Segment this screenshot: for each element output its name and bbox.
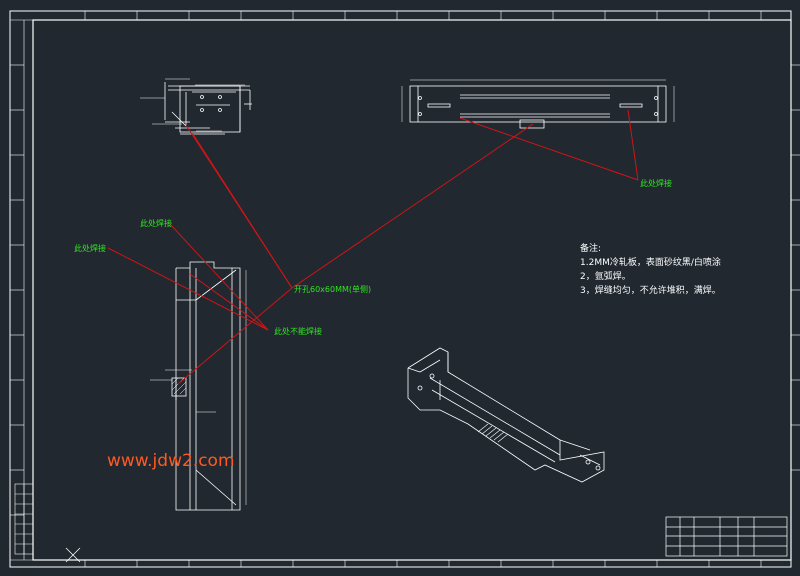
notes-line-2: 2，氩弧焊。 <box>580 272 631 282</box>
part-view-top-right-dims <box>401 79 675 122</box>
part-view-top-left <box>164 82 252 135</box>
leader-lines <box>107 109 639 385</box>
part-view-vertical-dims <box>150 270 247 505</box>
notes-title: 备注: <box>580 244 602 254</box>
notes-line-3: 3，焊缝均匀，不允许堆积，满焊。 <box>580 286 721 296</box>
part-view-vertical <box>171 261 241 511</box>
corner-cross-mark <box>65 547 81 563</box>
annotation-weld-here-3: 此处焊接 <box>640 179 672 188</box>
annotation-weld-here-1: 此处焊接 <box>140 219 172 228</box>
annotation-hole-note: 开孔60x60MM(单侧) <box>294 285 372 294</box>
annotation-weld-here-2: 此处焊接 <box>74 244 106 253</box>
hatch-area-vertical <box>171 377 187 395</box>
part-view-isometric <box>407 347 605 483</box>
part-view-top-left-dims <box>140 78 245 132</box>
part-view-top-right <box>409 85 667 129</box>
annotation-no-weld: 此处不能焊接 <box>274 327 322 336</box>
side-title-block <box>14 483 34 555</box>
title-block <box>665 516 788 557</box>
watermark-url: www.jdw2.com <box>107 451 235 471</box>
notes-line-1: 1.2MM冷轧板，表面砂纹黑/白喷涂 <box>580 258 721 268</box>
hatch-area-isometric <box>477 423 509 443</box>
zone-ticks-top <box>10 11 800 567</box>
